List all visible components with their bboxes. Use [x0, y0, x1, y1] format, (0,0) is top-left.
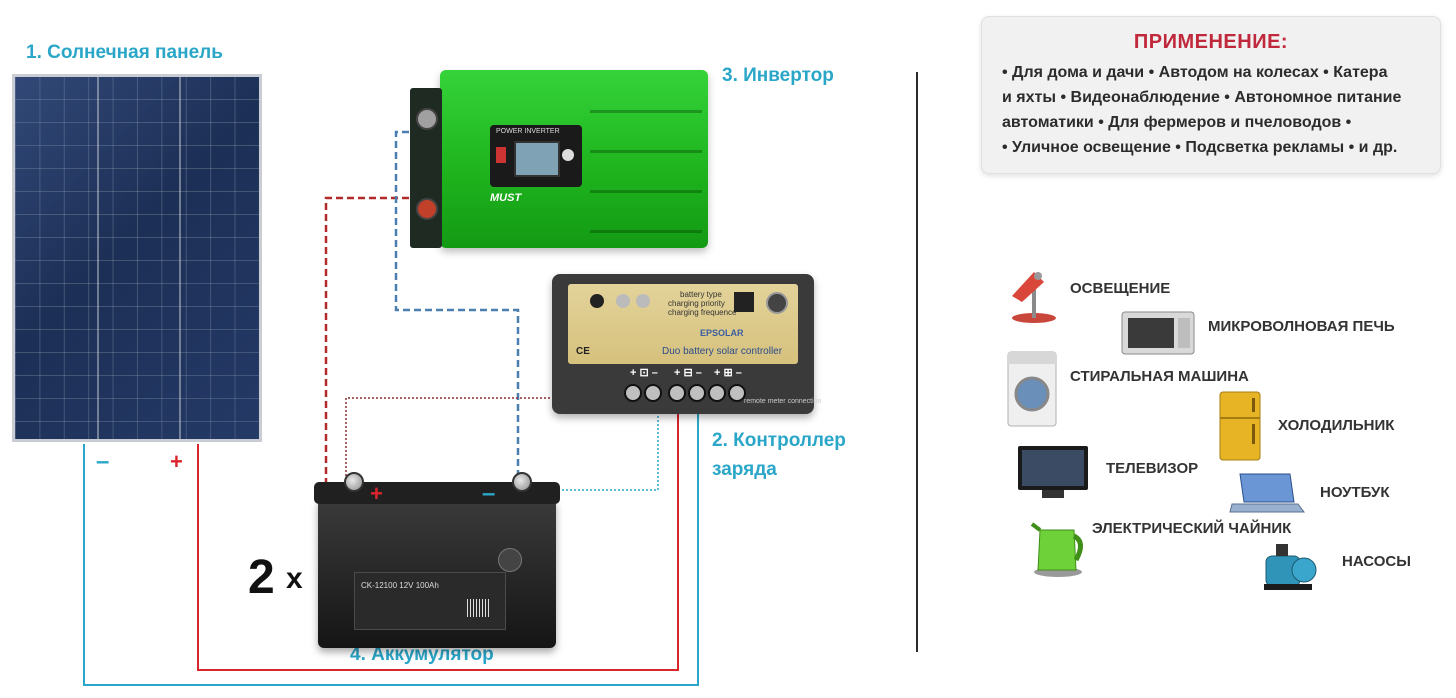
inverter-label: 3. Инвертор [722, 65, 834, 86]
controller-terminal [668, 384, 686, 402]
battery-negative-terminal [512, 472, 532, 492]
inverter-brand: MUST [490, 192, 522, 204]
controller-knob [766, 292, 788, 314]
application-line: • Для дома и дачи • Автодом на колесах •… [1002, 64, 1388, 81]
controller-face: battery type charging priority charging … [568, 284, 798, 364]
panel-positive-sign: + [170, 449, 183, 474]
appliance-label-microwave: МИКРОВОЛНОВАЯ ПЕЧЬ [1208, 318, 1395, 335]
battery-quantity-x: x [286, 562, 303, 595]
application-line: и яхты • Видеонаблюдение • Автономное пи… [1002, 89, 1402, 106]
battery-logo [498, 548, 522, 572]
inverter-switch [496, 147, 506, 163]
refrigerator-icon [1219, 391, 1261, 461]
controller-battery-negative-wire [522, 404, 659, 491]
controller-charging-frequence: charging frequence [668, 308, 737, 317]
controller-remote-label: remote meter connection [744, 398, 822, 405]
electric-kettle-icon [1030, 522, 1083, 577]
battery: CK-12100 12V 100Ah [314, 472, 560, 648]
controller-terminal [688, 384, 706, 402]
controller-terminal [644, 384, 662, 402]
appliance-label-washer: СТИРАЛЬНАЯ МАШИНА [1070, 368, 1249, 385]
inverter-button [562, 149, 574, 161]
battery-label-plate: CK-12100 12V 100Ah [354, 572, 506, 630]
battery-positive-sign: + [370, 481, 383, 506]
controller-charging-priority: charging priority [668, 299, 725, 308]
controller-terminal [624, 384, 642, 402]
controller-terminal [708, 384, 726, 402]
panel-negative-sign: – [96, 448, 110, 475]
charge-controller: battery type charging priority charging … [552, 274, 821, 414]
battery-positive-terminal [344, 472, 364, 492]
television-icon [1018, 446, 1088, 498]
appliance-label-kettle: ЭЛЕКТРИЧЕСКИЙ ЧАЙНИК [1092, 520, 1292, 537]
controller-battery-type: battery type [680, 290, 722, 299]
laptop-icon [1229, 473, 1305, 513]
controller-label-line2: заряда [712, 459, 777, 480]
controller-display [734, 292, 754, 312]
inverter-title: POWER INVERTER [496, 128, 560, 135]
microwave-icon [1121, 311, 1195, 355]
battery-model: CK-12100 12V 100Ah [361, 581, 439, 590]
application-line: автоматики • Для фермеров и пчеловодов • [1002, 114, 1352, 131]
controller-brand: EPSOLAR [700, 328, 744, 338]
appliance-label-laptop: НОУТБУК [1320, 484, 1390, 501]
section-divider [916, 72, 918, 652]
application-box: ПРИМЕНЕНИЕ: • Для дома и дачи • Автодом … [981, 16, 1441, 174]
solar-panel [12, 74, 262, 442]
inverter-screen [514, 141, 560, 177]
water-pump-icon [1264, 544, 1317, 590]
controller-label-line1: 2. Контроллер [712, 430, 846, 451]
battery-negative-sign: – [482, 480, 496, 507]
appliance-label-lighting: ОСВЕЩЕНИЕ [1070, 280, 1171, 297]
battery-label: 4. Аккумулятор [350, 644, 494, 665]
controller-ce-mark: CE [576, 346, 590, 357]
controller-name: Duo battery solar controller [662, 346, 783, 357]
appliance-label-tv: ТЕЛЕВИЗОР [1106, 460, 1199, 477]
controller-terminal-block [564, 378, 804, 406]
application-title: ПРИМЕНЕНИЕ: [1133, 31, 1289, 53]
battery-barcode [467, 599, 489, 617]
battery-quantity-number: 2 [248, 551, 275, 604]
inverter-control-panel: POWER INVERTER [490, 125, 582, 187]
solar-panel-label: 1. Солнечная панель [26, 42, 223, 63]
appliance-label-pumps: НАСОСЫ [1342, 553, 1411, 570]
inverter-side-panel [410, 88, 442, 248]
desk-lamp-icon [1012, 272, 1056, 323]
inverter: POWER INVERTER MUST [410, 70, 708, 248]
appliance-label-fridge: ХОЛОДИЛЬНИК [1278, 417, 1395, 434]
application-line: • Уличное освещение • Подсветка рекламы … [1002, 139, 1398, 156]
washing-machine-icon [1007, 351, 1057, 427]
controller-terminal [728, 384, 746, 402]
